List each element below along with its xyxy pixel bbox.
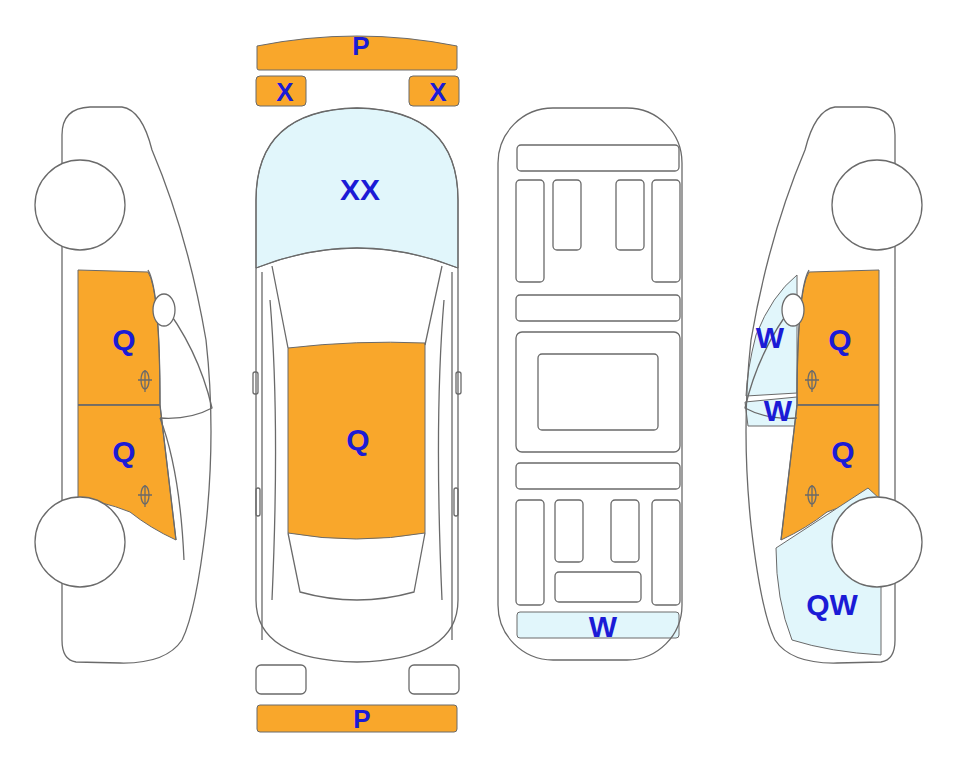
- panel-fill: [257, 705, 457, 732]
- side-mirror: [782, 294, 804, 326]
- panel-fill: [78, 405, 176, 540]
- frame-part: [611, 500, 639, 562]
- top-view: [253, 108, 461, 694]
- door-handle: [141, 486, 149, 504]
- windshield-line: [256, 248, 458, 268]
- damage-code: X: [276, 79, 293, 105]
- side-line: [262, 272, 452, 640]
- door-handle: [808, 371, 816, 389]
- panel-fill: [256, 76, 306, 106]
- damage-code: Q: [112, 437, 135, 467]
- frame-part: [516, 332, 680, 452]
- damage-code: Q: [831, 437, 854, 467]
- frame-part: [516, 180, 544, 282]
- body-line: [160, 418, 184, 560]
- body-outline: [746, 107, 895, 663]
- hood-panel: XX: [255, 107, 459, 269]
- panel-fill: [78, 270, 160, 405]
- underbody-panel: W: [516, 611, 680, 639]
- side-view: [35, 107, 212, 663]
- wheel: [35, 160, 125, 250]
- front-bumper: P: [256, 30, 458, 70]
- headlight: X: [408, 75, 460, 107]
- mirror: [456, 372, 461, 394]
- frame-part: [652, 500, 680, 605]
- side-view: [745, 107, 922, 663]
- door-panel: Q: [796, 268, 881, 406]
- rear-light: [409, 665, 459, 694]
- door-edge: [781, 270, 809, 540]
- frame-part: [555, 500, 583, 562]
- frame-bar: [517, 145, 679, 171]
- damage-code: Q: [346, 425, 369, 455]
- damage-code: P: [352, 33, 369, 59]
- door-handle: [141, 371, 149, 389]
- rear-window: [288, 533, 425, 600]
- panel-fill: [746, 275, 797, 396]
- damage-code: W: [756, 323, 784, 353]
- wheel: [35, 497, 125, 587]
- damage-code: QW: [806, 590, 858, 620]
- pillar-line: [272, 266, 442, 348]
- damage-code: P: [353, 706, 370, 732]
- rear-bumper: P: [256, 704, 458, 734]
- door-handle: [805, 370, 819, 507]
- frame-bar: [516, 295, 680, 321]
- frame-part: [616, 180, 644, 250]
- frame-part: [538, 354, 658, 430]
- frame-bar: [516, 463, 680, 489]
- underbody-outline: [498, 108, 682, 660]
- damage-code: X: [429, 79, 446, 105]
- damage-code: Q: [112, 325, 135, 355]
- underbody: [498, 108, 682, 660]
- glass-panel: W: [744, 395, 799, 427]
- damage-code: W: [764, 396, 792, 426]
- panel-fill: [797, 270, 879, 405]
- door-panel: Q: [77, 404, 177, 542]
- wheel: [832, 160, 922, 250]
- door-handle: [808, 486, 816, 504]
- headlight: X: [255, 75, 307, 107]
- handle: [454, 488, 458, 516]
- handle: [256, 488, 260, 516]
- side-mirror: [153, 294, 175, 326]
- roof-panel: Q: [287, 340, 426, 545]
- quarter-panel: QW: [774, 486, 882, 657]
- rear-light: [256, 665, 306, 694]
- frame-part: [516, 500, 544, 605]
- door-handle: [138, 370, 152, 507]
- door-gap: [78, 404, 160, 405]
- panel-fill: [745, 397, 797, 426]
- panel-fill: [776, 488, 881, 655]
- damage-code: Q: [828, 325, 851, 355]
- wheel: [832, 497, 922, 587]
- panel-fill: [256, 108, 458, 268]
- window-line: [160, 300, 212, 418]
- frame-part: [553, 180, 581, 250]
- body-outline: [256, 108, 458, 662]
- frame-part: [652, 180, 680, 282]
- mirror: [253, 372, 258, 394]
- door-edge: [148, 270, 176, 540]
- door-gap: [797, 404, 879, 405]
- window-line: [745, 300, 797, 418]
- damage-code: XX: [340, 175, 380, 205]
- panel-shape: [77, 404, 177, 542]
- panel-shape: [774, 486, 882, 657]
- glass-line: [270, 300, 444, 600]
- damage-code: W: [589, 612, 617, 642]
- panel-fill: [288, 342, 425, 539]
- glass-panel: W: [744, 272, 798, 397]
- panel-fill: [409, 76, 459, 106]
- body-outline: [62, 107, 211, 663]
- frame-part: [555, 572, 641, 602]
- door-panel: Q: [77, 268, 162, 406]
